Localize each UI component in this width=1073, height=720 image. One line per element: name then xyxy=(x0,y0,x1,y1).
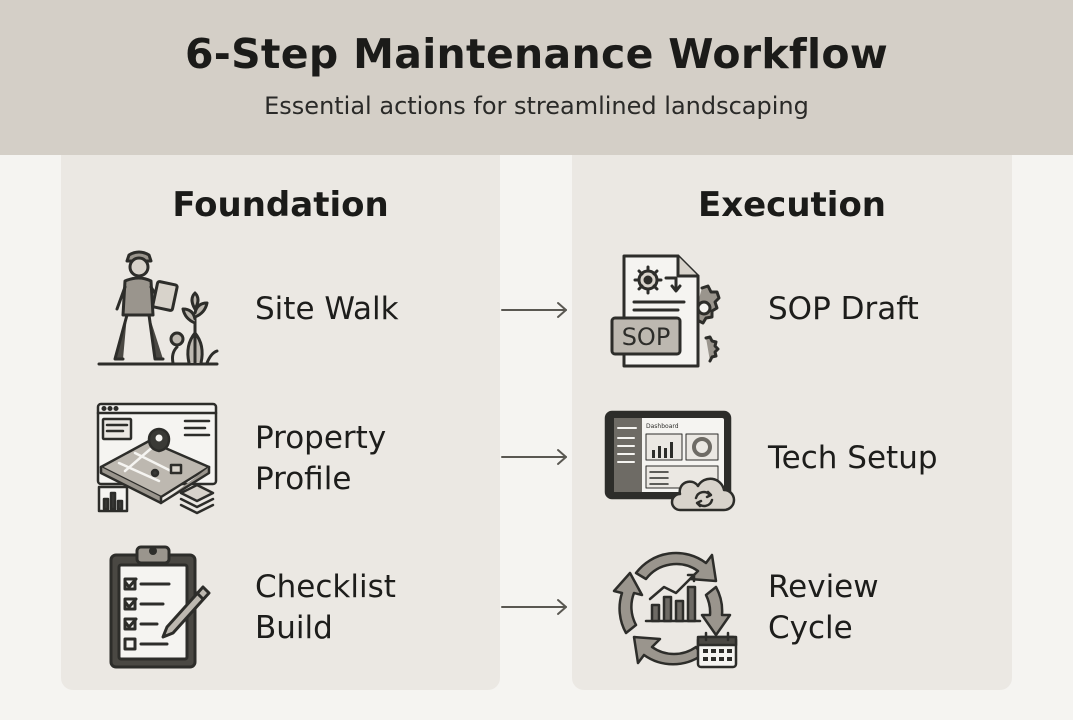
tablet-dashboard-icon: Dashboard xyxy=(604,410,736,512)
clipboard-checklist-icon xyxy=(109,545,211,669)
execution-title: Execution xyxy=(697,185,887,225)
step-tech-setup-label: Tech Setup xyxy=(768,440,938,476)
page-title: 6-Step Maintenance Workflow xyxy=(184,30,889,78)
foundation-panel: Foundation Site Walk xyxy=(61,155,500,690)
property-map-icon xyxy=(96,402,218,515)
header-banner: 6-Step Maintenance Workflow Essential ac… xyxy=(0,0,1073,155)
arrow-right-icon xyxy=(501,302,567,318)
sop-document-icon: SOP xyxy=(610,254,721,368)
foundation-title: Foundation xyxy=(172,185,389,225)
sop-icon-text: SOP xyxy=(622,323,671,351)
step-site-walk-label: Site Walk xyxy=(255,291,399,327)
surveyor-icon xyxy=(97,250,219,366)
arrow-right-icon xyxy=(501,449,567,465)
execution-panel: Execution SOP SOP Draft xyxy=(572,155,1012,690)
page-subtitle: Essential actions for streamlined landsc… xyxy=(264,92,809,120)
review-cycle-icon xyxy=(612,551,738,669)
step-checklist-build-label: Checklist Build xyxy=(255,569,396,646)
step-review-cycle-label: Review Cycle xyxy=(768,569,879,646)
step-property-profile-label: Property Profile xyxy=(255,420,387,497)
step-sop-draft-label: SOP Draft xyxy=(768,291,919,327)
arrow-right-icon xyxy=(501,599,567,615)
dashboard-icon-text: Dashboard xyxy=(646,423,679,430)
